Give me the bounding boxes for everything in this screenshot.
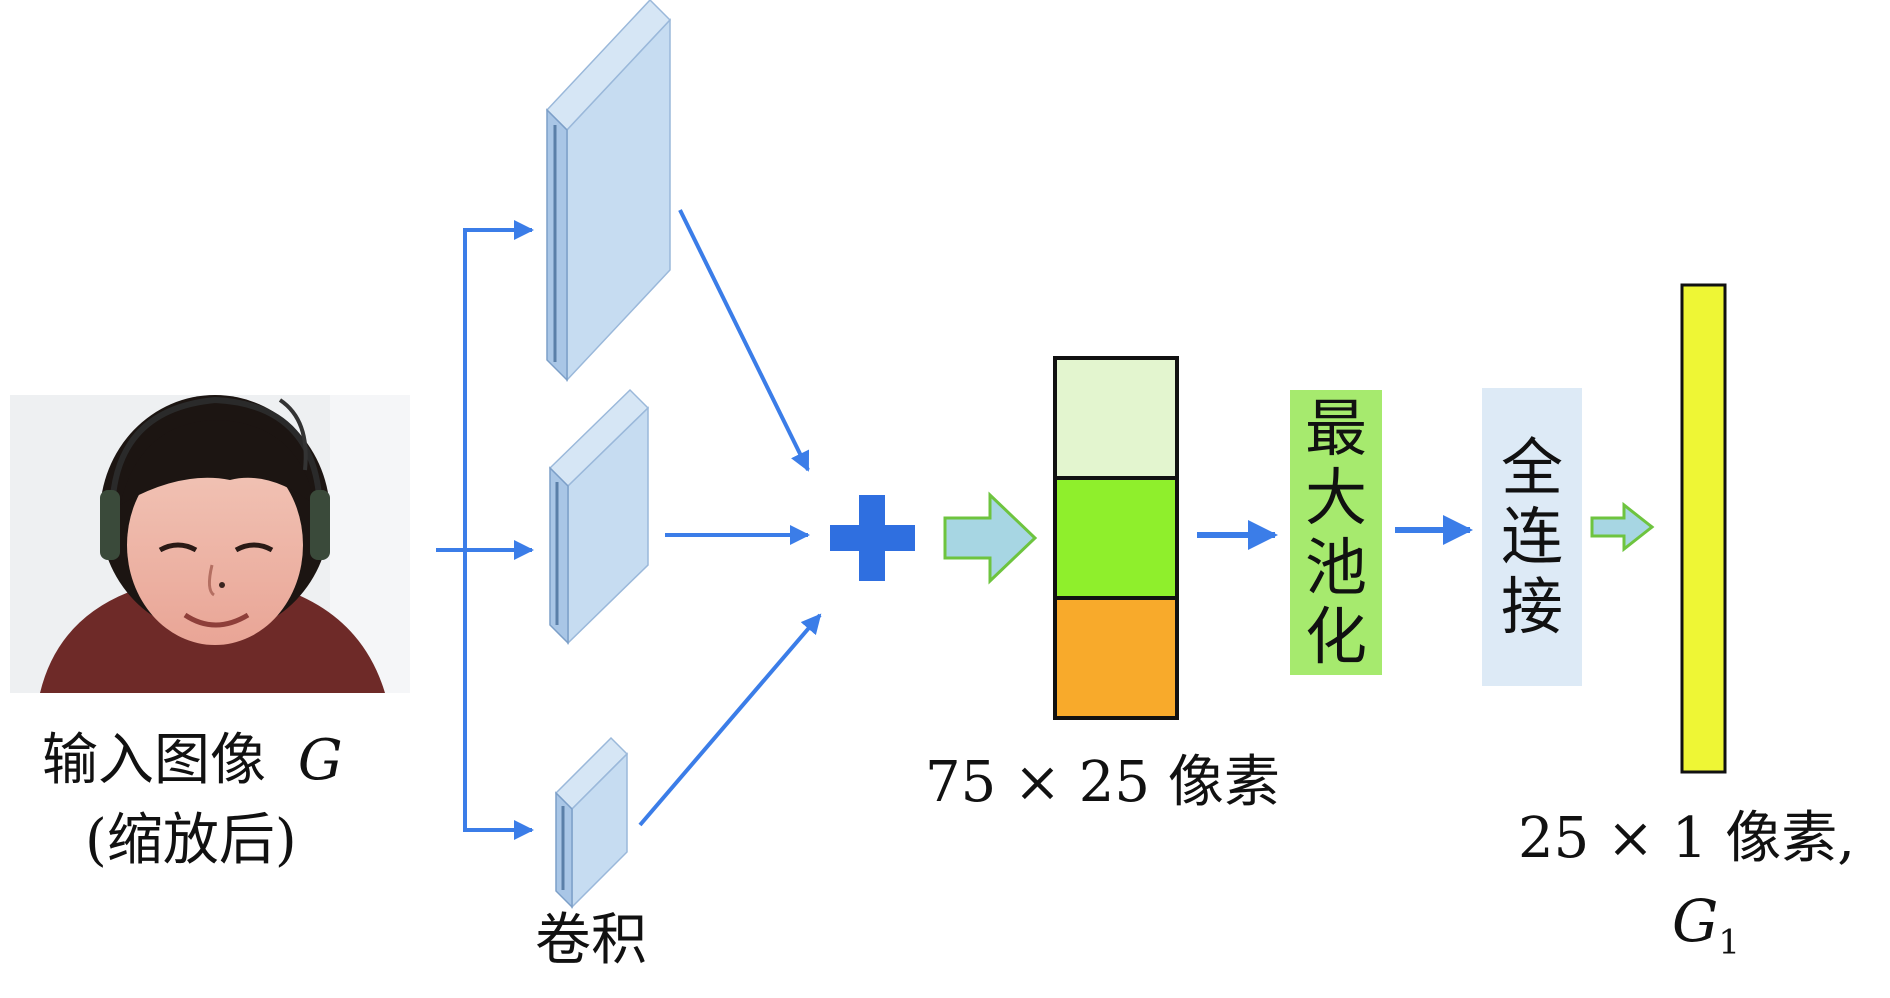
feature-dims-label: 75 × 25 像素 [925,750,1280,815]
feature-segment-0 [1053,356,1179,480]
input-label-text: 输入图像 [42,728,266,793]
input-label: 输入图像 G [42,730,343,792]
fc-char-1: 连 [1500,500,1563,574]
maxpool-box [1290,390,1382,675]
conv-label: 卷积 [535,908,647,973]
maxpool-char-1: 大 [1304,461,1367,535]
feature-segment-1 [1053,476,1179,600]
maxpool-char-3: 化 [1304,599,1367,673]
split-connectors [436,220,534,840]
merge-arrows [638,209,822,827]
fc-box [1482,388,1582,686]
output-symbol-label: G1 [1672,887,1740,963]
output-symbol: G [1672,887,1719,955]
input-image [10,395,410,693]
maxpool-char-0: 最 [1304,391,1367,465]
input-symbol: G [297,728,343,793]
fat-arrow-1 [943,491,1038,585]
output-subscript: 1 [1718,922,1740,963]
feature-map [1053,356,1179,720]
fc-label: 全 连 接 [1482,388,1582,686]
output-vector [1680,283,1727,774]
maxpool-label: 最 大 池 化 [1290,390,1382,675]
input-sublabel: (缩放后) [85,808,297,873]
fc-char-0: 全 [1500,430,1563,504]
feature-segment-2 [1053,596,1179,720]
sum-plus-icon [830,495,915,581]
fc-char-2: 接 [1500,569,1563,643]
maxpool-char-2: 池 [1304,530,1367,604]
conv-block-medium [548,388,650,645]
conv-block-large [545,0,672,382]
conv-block-small [554,736,629,909]
output-dims-label: 25 × 1 像素, [1518,806,1856,871]
fat-arrow-2 [1590,501,1655,553]
